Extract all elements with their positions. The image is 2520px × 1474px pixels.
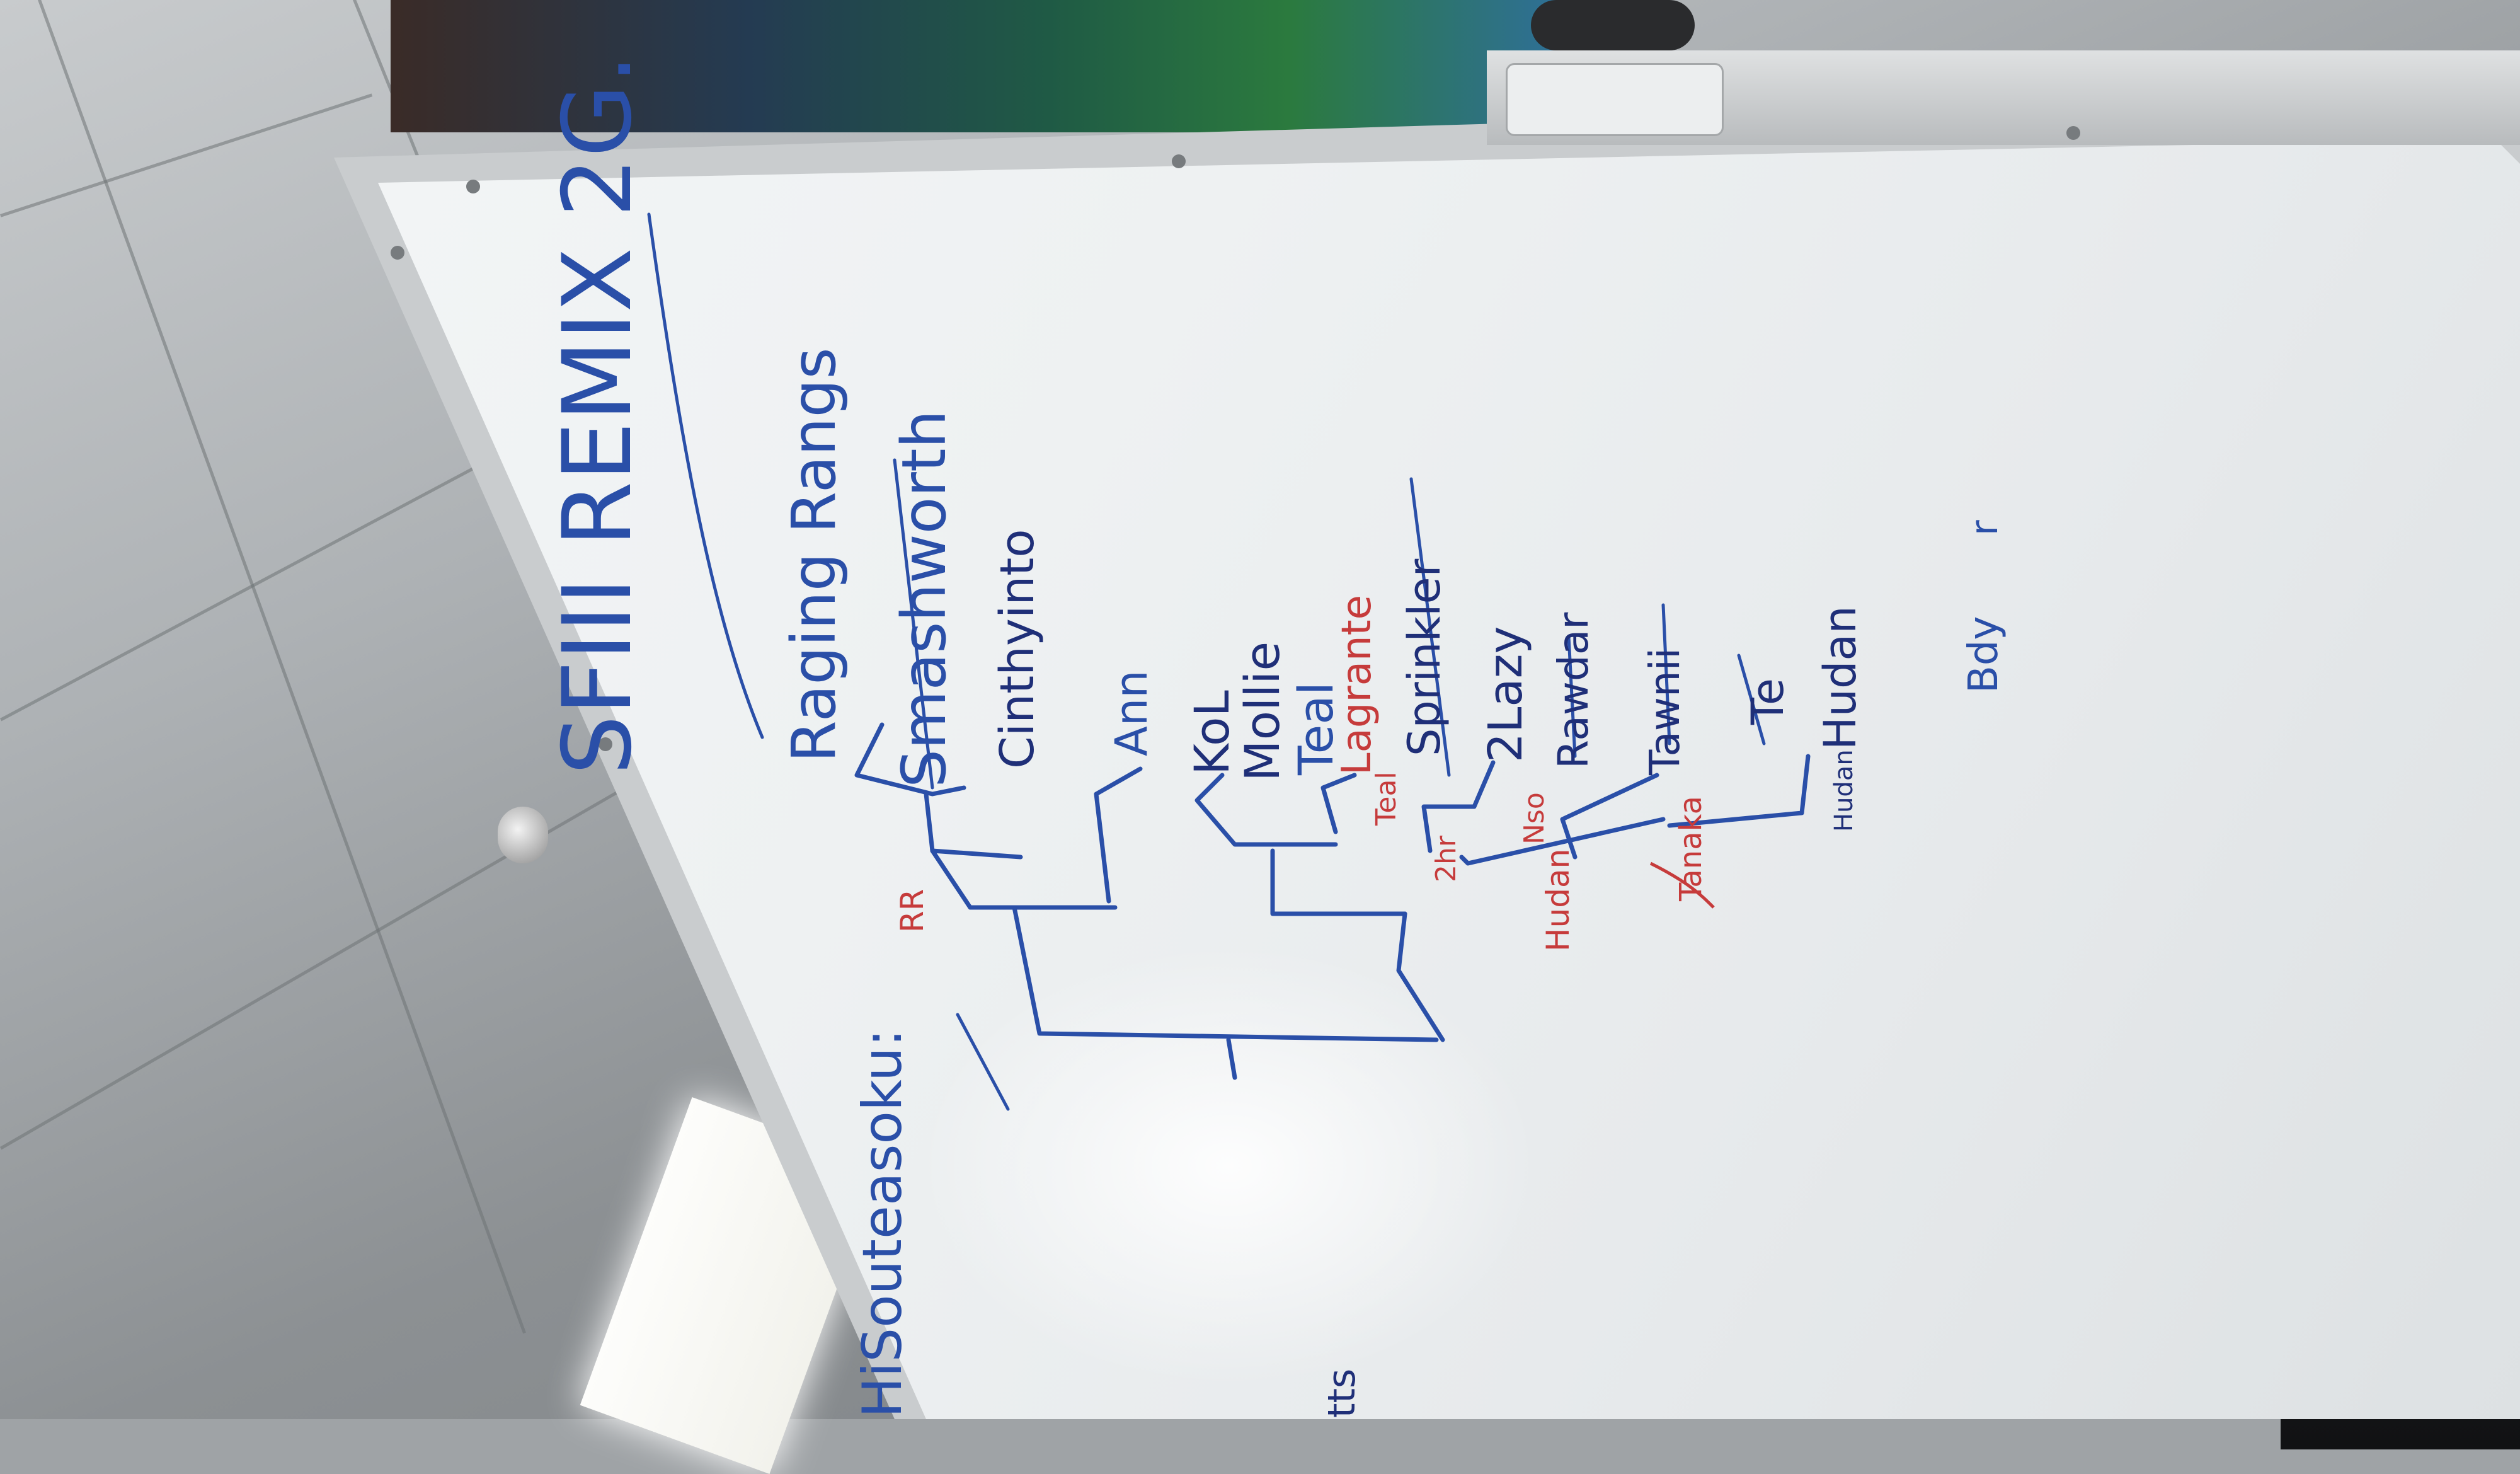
bracket-line [1226,1037,1237,1080]
wall-poster [391,0,1588,132]
tray-knob [1531,0,1695,50]
entrant-label: Sprinkler [1399,558,1450,756]
entrant-label: Teal [1288,682,1344,776]
frame-rivet [1172,154,1186,168]
entrant-label: Ann [1106,670,1157,756]
bracket-line [1320,773,1357,834]
entrant-label: Cinthyinto [990,529,1045,769]
bracket-line [1421,760,1496,853]
frame-rivet [466,180,480,193]
tray-clip [1506,63,1724,136]
ceiling-sprinkler [498,807,548,863]
entrant-label: Mollie [1234,642,1290,781]
entrant-label: Smashworth [889,410,959,788]
bracket-line [1270,848,1407,916]
stray-mark: r [1962,520,2007,536]
entrant-label: KoL [1184,690,1240,775]
frame-rivet [598,737,612,751]
bracket-line [1560,773,1659,860]
strike-line [1567,635,1577,758]
entrant-label: Bdy [1961,616,2007,693]
entrant-label: Rawdar [1549,612,1598,769]
winner-mark: 2hr [1430,835,1462,882]
board-title: SFIII REMIX 2G. [543,54,653,775]
frame-rivet [2066,126,2080,140]
bracket-line [1667,754,1811,828]
red-tick [1649,861,1715,909]
winner-mark: RR [894,889,931,933]
bracket-line [1459,817,1666,866]
winner-mark: Teal [1370,771,1402,826]
strike-line [1737,654,1766,746]
entrant-label: Lagrante [1334,595,1380,775]
bracket-drawing [647,212,1811,1111]
entrant-label: Tawnii [1641,648,1689,776]
strike-line [893,458,934,790]
entrant-label: 2Lazy [1479,626,1533,763]
entrant-label: Hudan [1814,606,1866,750]
strike-line [1409,477,1451,777]
strike-line [1661,603,1671,746]
bracket-line [930,848,1118,910]
bracket-line [1012,905,1439,1042]
title-underline [647,212,764,739]
bracket-line [1396,911,1445,1042]
winner-mark: Nso [1518,792,1550,844]
bracket-line [1194,773,1338,847]
entrant-label: Te [1742,678,1794,725]
corner-mark: tts [1320,1369,1364,1418]
side-note: HiSouteasoku: [851,1028,914,1418]
frame-rivet [391,246,404,260]
side-line [956,1013,1010,1111]
winner-mark: Tanaka [1673,796,1709,902]
winner-mark: Hudan [1830,749,1858,832]
bracket-line [1094,766,1143,904]
bracket-line [854,722,966,797]
entrant-label: Raging Rangs [779,347,849,763]
winner-mark: Hudan [1540,849,1576,952]
board-text-layer: SFIII REMIX 2G. HiSouteasoku: tts r Ragi… [543,54,2007,1418]
